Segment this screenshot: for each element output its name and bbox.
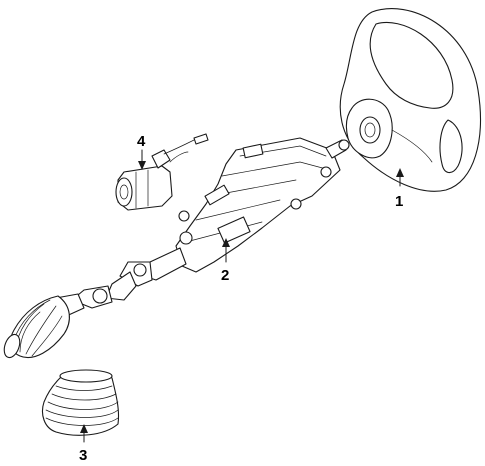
callout-4-arrow — [138, 149, 146, 170]
steering-wheel — [339, 8, 481, 192]
callout-2-label: 2 — [221, 267, 229, 284]
lock-actuator — [115, 133, 209, 211]
dust-boot — [41, 369, 120, 436]
callout-3-arrow — [80, 424, 88, 443]
callout-1-arrow — [396, 168, 404, 187]
lower-shaft-boot — [3, 285, 113, 359]
callout-2-arrow — [222, 238, 230, 263]
callout-3-label: 3 — [79, 447, 87, 464]
callout-4-label: 4 — [137, 133, 146, 150]
callout-1-label: 1 — [395, 193, 403, 210]
steering-column — [105, 137, 350, 301]
